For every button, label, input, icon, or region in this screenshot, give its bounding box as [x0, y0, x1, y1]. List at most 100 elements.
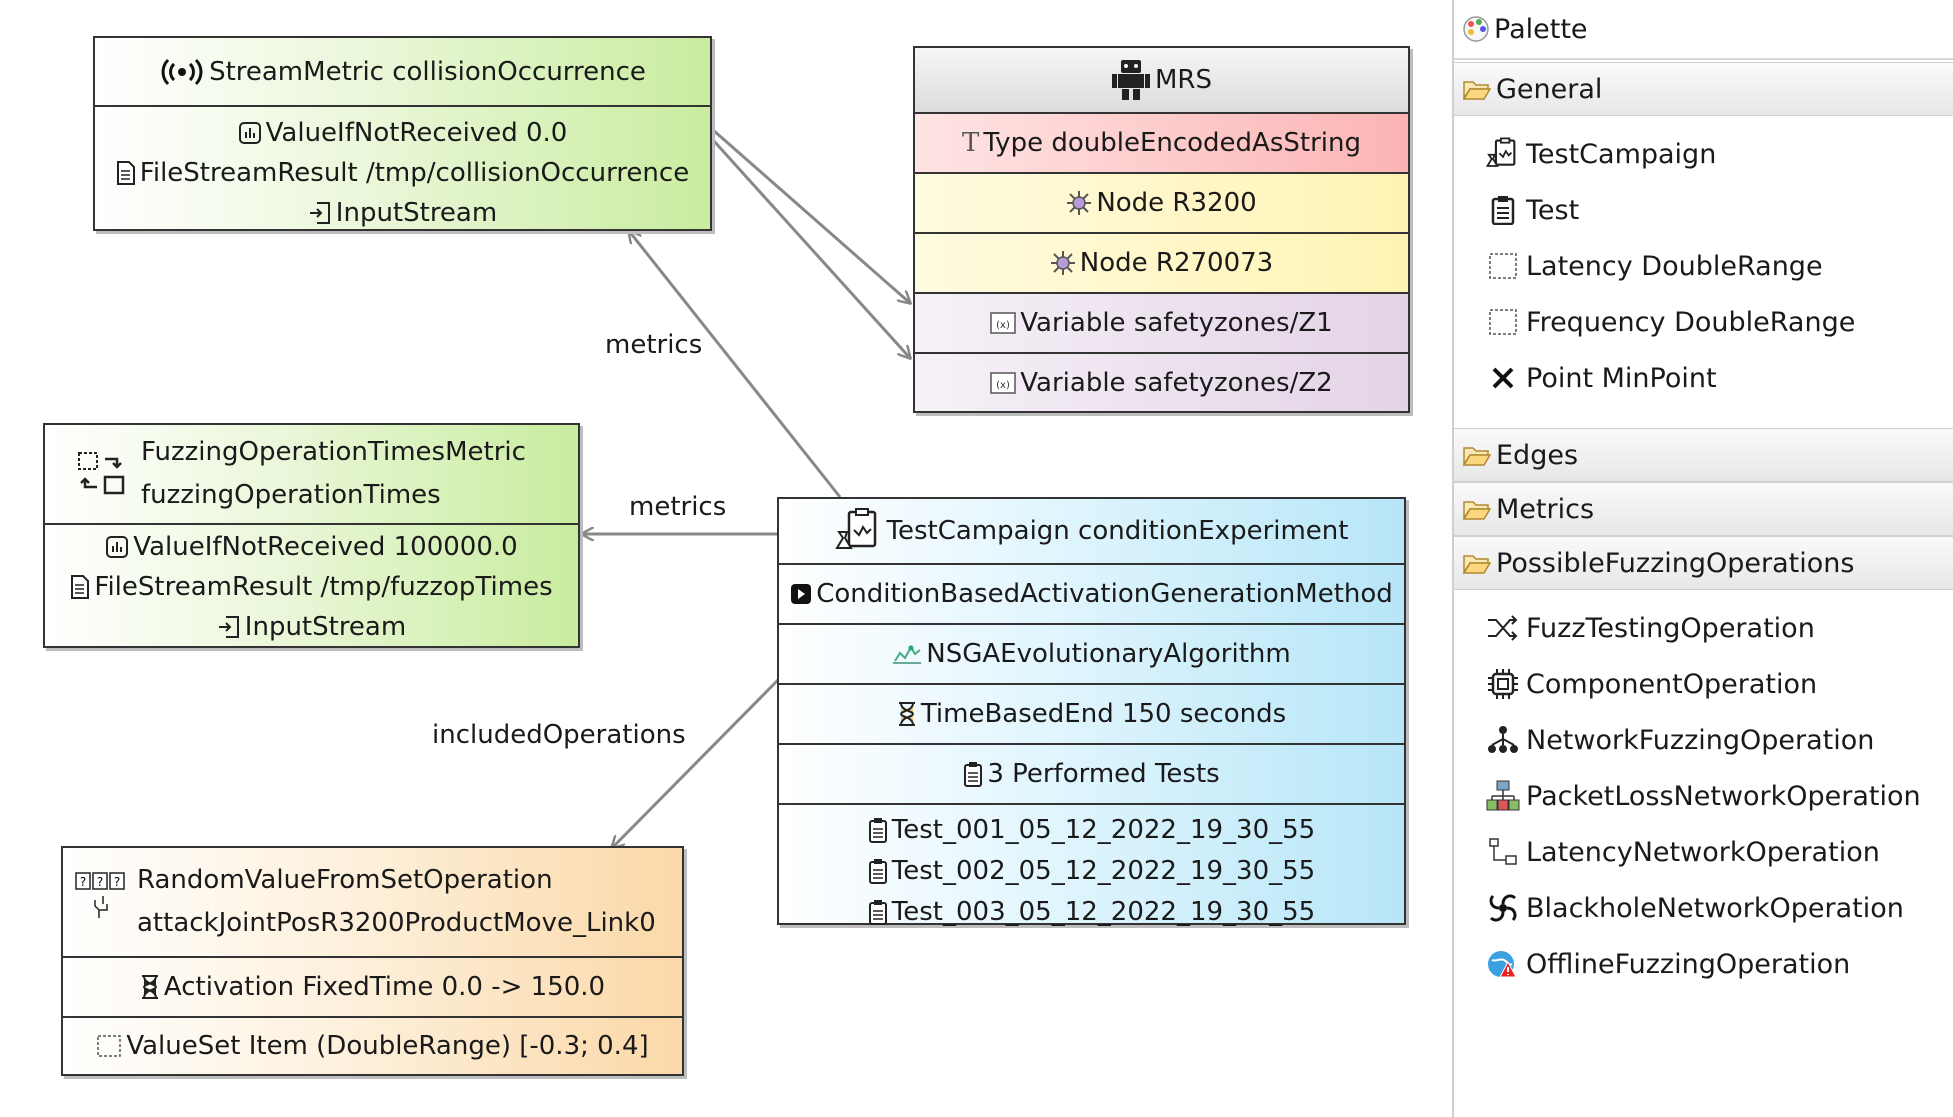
generation-method-row: ConditionBasedActivationGenerationMethod — [779, 563, 1404, 623]
swap-icon — [77, 449, 127, 499]
tool-point-min-point[interactable]: Point MinPoint — [1454, 350, 1953, 406]
campaign-icon — [1486, 137, 1520, 171]
drawer-metrics[interactable]: Metrics — [1454, 482, 1953, 536]
range-icon — [96, 1034, 122, 1058]
svg-text:?: ? — [114, 875, 120, 889]
svg-text:(x): (x) — [996, 380, 1010, 391]
broadcast-icon — [159, 57, 205, 87]
clipboard-icon — [868, 858, 888, 884]
fuzzing-metric-node[interactable]: FuzzingOperationTimesMetric fuzzingOpera… — [43, 423, 580, 648]
file-icon — [116, 161, 136, 185]
play-icon — [790, 583, 812, 605]
clipboard-icon — [868, 899, 888, 925]
mrs-node[interactable]: MRS T Type doubleEncodedAsString Node R3… — [913, 46, 1410, 413]
test-item[interactable]: Test_001_05_12_2022_19_30_55 — [779, 809, 1404, 850]
value-if-not-received-row: ValueIfNotReceived 0.0 — [95, 113, 710, 153]
mrs-title: MRS — [1154, 65, 1212, 95]
edge-stream-to-var2[interactable] — [711, 138, 910, 358]
test-campaign-header: TestCampaign conditionExperiment — [779, 499, 1404, 563]
clipboard-icon — [1486, 195, 1520, 225]
svg-text:?: ? — [97, 875, 103, 889]
test-item[interactable]: Test_002_05_12_2022_19_30_55 — [779, 850, 1404, 891]
value-set-row: ValueSet Item (DoubleRange) [-0.3; 0.4] — [63, 1016, 682, 1074]
palette-title: Palette — [1494, 13, 1588, 45]
type-icon: T — [962, 128, 980, 158]
stream-metric-node[interactable]: StreamMetric collisionOccurrence ValueIf… — [93, 36, 712, 231]
drawer-possible-fuzzing-operations[interactable]: PossibleFuzzingOperations — [1454, 536, 1953, 590]
file-stream-result-row: FileStreamResult /tmp/collisionOccurrenc… — [95, 153, 710, 193]
tool-packet-loss-network-operation[interactable]: PacketLossNetworkOperation — [1454, 768, 1953, 824]
mrs-node-row: Node R3200 — [915, 172, 1408, 232]
time-based-end-row: TimeBasedEnd 150 seconds — [779, 683, 1404, 743]
tool-test[interactable]: Test — [1454, 182, 1953, 238]
diagram-canvas[interactable]: metrics metrics includedOperations Strea… — [0, 0, 1452, 1117]
random-op-title: RandomValueFromSetOperation — [137, 865, 553, 895]
edge-campaign-metrics-stream[interactable] — [629, 231, 842, 498]
tool-latency-network-operation[interactable]: LatencyNetworkOperation — [1454, 824, 1953, 880]
svg-text:(x): (x) — [996, 320, 1010, 331]
node-icon — [1050, 250, 1076, 276]
palette-header: Palette — [1454, 0, 1953, 60]
tool-test-campaign[interactable]: TestCampaign — [1454, 126, 1953, 182]
folder-open-icon — [1462, 551, 1492, 575]
tool-network-fuzzing-operation[interactable]: NetworkFuzzingOperation — [1454, 712, 1953, 768]
range-icon — [1486, 252, 1520, 280]
tool-fuzz-testing-operation[interactable]: FuzzTestingOperation — [1454, 600, 1953, 656]
mrs-variable-row: (x) Variable safetyzones/Z1 — [915, 292, 1408, 352]
clipboard-icon — [868, 817, 888, 843]
clipboard-icon — [963, 761, 983, 787]
random-op-header: ??? RandomValueFromSetOperation attackJo… — [63, 848, 682, 956]
mrs-node-row: Node R270073 — [915, 232, 1408, 292]
folder-open-icon — [1462, 497, 1492, 521]
latency-network-icon — [1486, 837, 1520, 867]
variable-icon: (x) — [990, 312, 1017, 334]
tool-latency-double-range[interactable]: Latency DoubleRange — [1454, 238, 1953, 294]
file-icon — [70, 575, 90, 599]
chart-icon — [105, 535, 129, 559]
random-set-icon: ??? — [75, 872, 127, 920]
campaign-icon — [834, 508, 883, 554]
edge-label-metrics: metrics — [605, 330, 703, 360]
folder-open-icon — [1462, 443, 1492, 467]
shuffle-icon — [1486, 614, 1520, 642]
stream-metric-title: StreamMetric collisionOccurrence — [209, 56, 646, 87]
folder-open-icon — [1462, 77, 1492, 101]
value-if-not-received-row: ValueIfNotReceived 100000.0 — [45, 527, 578, 567]
packet-loss-icon — [1486, 780, 1520, 812]
fuzzing-metric-name: fuzzingOperationTimes — [141, 480, 441, 510]
random-op-name: attackJointPosR3200ProductMove_Link0 — [137, 908, 656, 938]
input-stream-row: InputStream — [45, 607, 578, 647]
performed-tests-row: 3 Performed Tests — [779, 743, 1404, 803]
drawer-edges[interactable]: Edges — [1454, 428, 1953, 482]
svg-text:?: ? — [80, 875, 86, 889]
node-icon — [1066, 190, 1092, 216]
fuzzing-metric-title: FuzzingOperationTimesMetric — [141, 437, 526, 467]
network-icon — [1486, 725, 1520, 755]
tool-offline-fuzzing-operation[interactable]: OfflineFuzzingOperation — [1454, 936, 1953, 992]
robot-icon — [1111, 59, 1151, 101]
random-value-operation-node[interactable]: ??? RandomValueFromSetOperation attackJo… — [61, 846, 684, 1076]
input-icon — [308, 201, 332, 225]
chip-icon — [1486, 668, 1520, 700]
test-item[interactable]: Test_003_05_12_2022_19_30_55 — [779, 891, 1404, 932]
activation-row: Activation FixedTime 0.0 -> 150.0 — [63, 956, 682, 1016]
hourglass-icon — [897, 701, 917, 727]
edge-stream-to-var1[interactable] — [712, 128, 910, 303]
test-campaign-title: TestCampaign conditionExperiment — [886, 516, 1349, 546]
range-icon — [1486, 308, 1520, 336]
test-campaign-node[interactable]: TestCampaign conditionExperiment Conditi… — [777, 497, 1406, 927]
drawer-general[interactable]: General — [1454, 62, 1953, 116]
evolution-icon — [892, 643, 922, 665]
edge-campaign-included-ops[interactable] — [612, 678, 780, 848]
tool-component-operation[interactable]: ComponentOperation — [1454, 656, 1953, 712]
offline-icon — [1486, 948, 1520, 980]
chart-icon — [238, 121, 262, 145]
mrs-variable-row: (x) Variable safetyzones/Z2 — [915, 352, 1408, 411]
input-icon — [217, 615, 241, 639]
input-stream-row: InputStream — [95, 193, 710, 233]
edge-label-metrics: metrics — [629, 492, 727, 522]
blackhole-icon — [1486, 891, 1520, 925]
tool-blackhole-network-operation[interactable]: BlackholeNetworkOperation — [1454, 880, 1953, 936]
tool-frequency-double-range[interactable]: Frequency DoubleRange — [1454, 294, 1953, 350]
fuzzing-metric-header: FuzzingOperationTimesMetric fuzzingOpera… — [45, 425, 578, 523]
